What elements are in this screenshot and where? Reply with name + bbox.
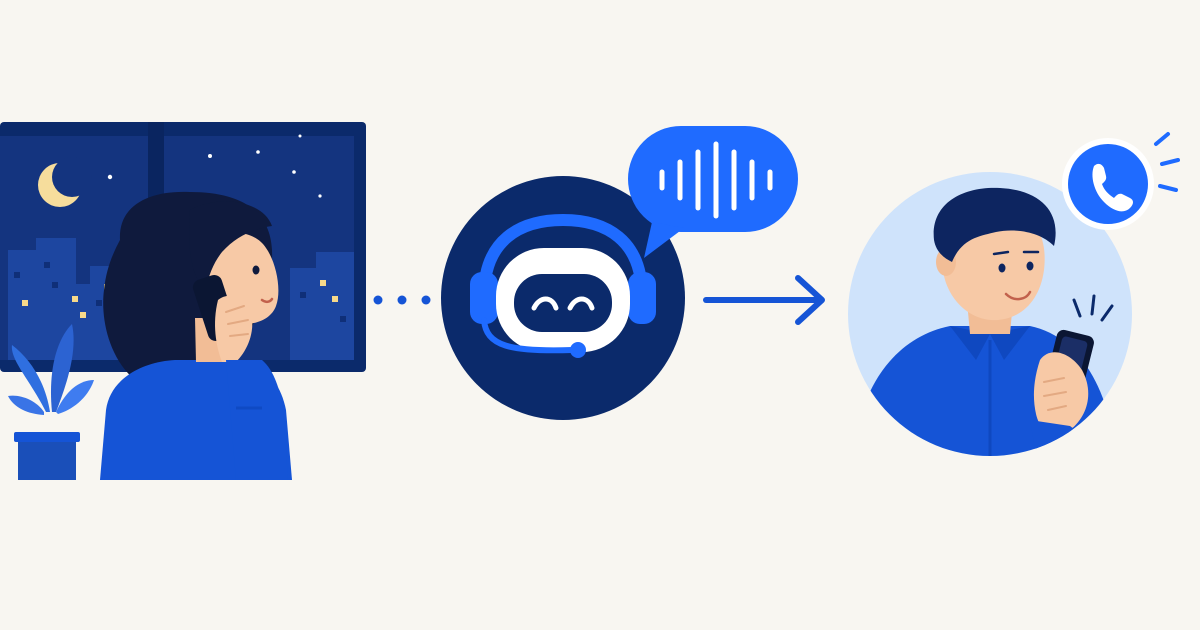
dark-windows xyxy=(14,262,346,322)
moon-icon xyxy=(38,157,92,207)
voice-waveform-bubble-icon xyxy=(628,126,798,258)
forward-arrow-icon xyxy=(703,275,825,325)
dotted-connector-icon xyxy=(373,295,431,305)
potted-plant-icon xyxy=(8,324,94,480)
ai-voice-assistant-icon xyxy=(441,176,685,420)
waveform-bars xyxy=(659,141,773,219)
ringing-lines xyxy=(1072,294,1114,322)
woman-on-phone-icon xyxy=(100,191,292,480)
man-answering-phone-icon xyxy=(848,172,1132,456)
call-ring-lines xyxy=(1154,132,1180,192)
phone-call-icon xyxy=(1062,132,1180,230)
